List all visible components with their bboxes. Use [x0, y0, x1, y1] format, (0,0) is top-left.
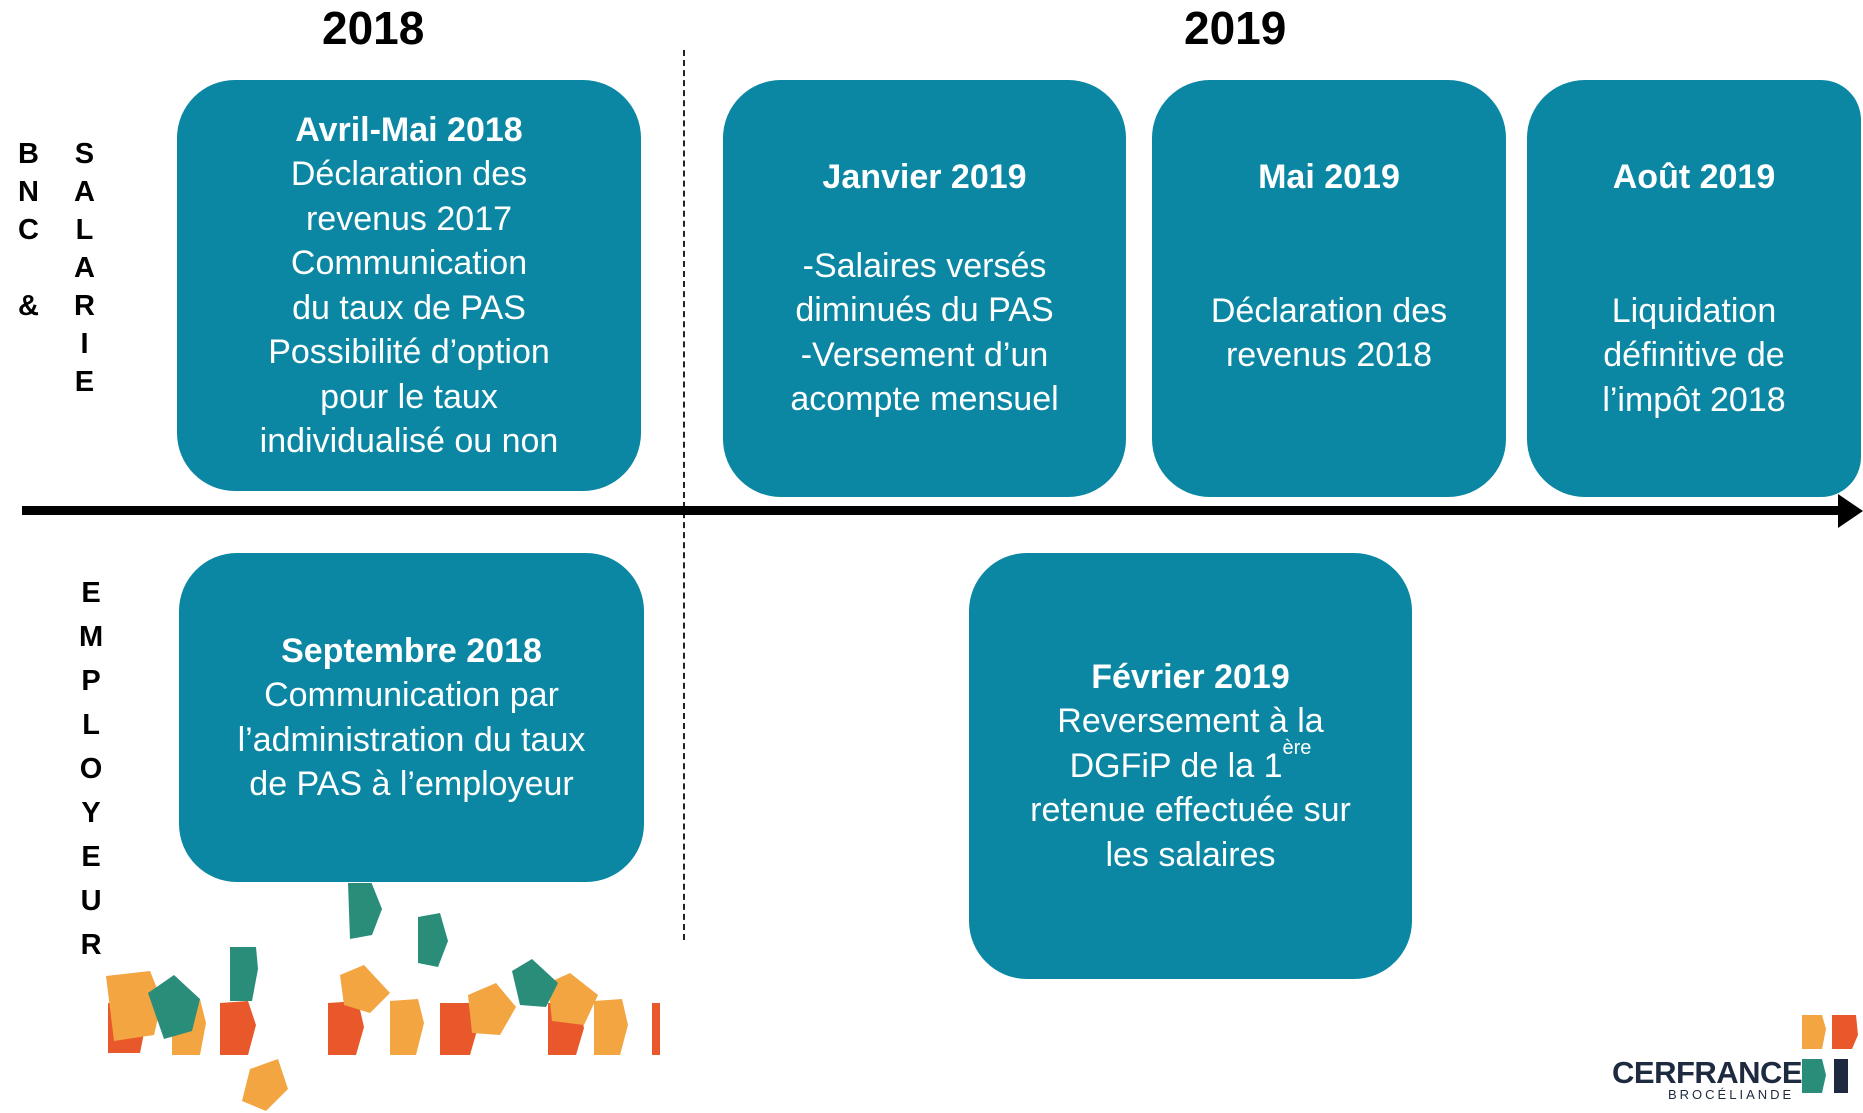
event-box-avril-mai-2018: Avril-Mai 2018 Déclaration des revenus 2… — [177, 80, 641, 491]
event-line: diminués du PAS — [795, 291, 1054, 330]
event-line: -Salaires versés — [802, 246, 1047, 285]
superscript-ere: ère — [1282, 736, 1312, 759]
event-title: Avril-Mai 2018 — [295, 110, 523, 149]
event-line: revenus 2017 — [305, 199, 513, 238]
event-line: pour le taux — [320, 377, 498, 416]
logo-name: CERFRANCE — [1612, 1055, 1803, 1090]
event-title: Septembre 2018 — [281, 631, 542, 670]
event-title: Février 2019 — [1091, 657, 1290, 696]
event-line: Liquidation — [1611, 291, 1777, 330]
year-2018-heading: 2018 — [322, 2, 425, 54]
event-line: les salaires — [1105, 835, 1276, 874]
label-employeur: E M P L O Y E U R — [79, 577, 104, 961]
event-box-janvier-2019: Janvier 2019 -Salaires versés diminués d… — [723, 80, 1126, 497]
event-line: individualisé ou non — [259, 422, 559, 460]
timeline-axis — [22, 506, 1842, 515]
event-line: l’administration du taux — [237, 720, 586, 759]
event-title: Août 2019 — [1612, 158, 1776, 196]
event-box-fevrier-2019: Février 2019 Reversement à la DGFiP de l… — [969, 553, 1412, 979]
event-line: Communication — [290, 244, 528, 282]
event-line: revenus 2018 — [1225, 336, 1433, 375]
year-divider — [683, 50, 685, 940]
event-title: Janvier 2019 — [822, 158, 1027, 197]
event-title: Mai 2019 — [1258, 158, 1400, 197]
year-2019-heading: 2019 — [1184, 2, 1287, 54]
timeline-arrowhead — [1838, 494, 1863, 528]
event-line: du taux de PAS — [292, 288, 526, 327]
event-line: Déclaration des — [290, 155, 528, 193]
event-box-septembre-2018: Septembre 2018 Communication par l’admin… — [179, 553, 644, 882]
event-line: Reversement à la — [1057, 702, 1324, 741]
decorative-shapes-group — [106, 883, 660, 1111]
event-line: l’impôt 2018 — [1602, 380, 1786, 419]
event-line: Déclaration des — [1210, 291, 1448, 330]
decorative-shapes — [106, 883, 660, 1111]
label-salarie: S A L A R I E — [74, 138, 95, 398]
event-line: acompte mensuel — [790, 380, 1059, 419]
label-bnc: B N C & — [18, 138, 39, 322]
event-line: retenue effectuée sur — [1030, 791, 1351, 830]
cerfrance-logo-mark — [1802, 1015, 1858, 1093]
event-line: Possibilité d’option — [268, 333, 550, 371]
logo-subtitle: BROCÉLIANDE — [1668, 1087, 1795, 1102]
event-line: de PAS à l’employeur — [249, 765, 574, 803]
event-line: définitive de — [1603, 336, 1785, 374]
event-box-aout-2019: Août 2019 Liquidation définitive de l’im… — [1527, 80, 1861, 497]
event-line: DGFiP de la 1ère — [1069, 736, 1312, 785]
event-line: -Versement d’un — [800, 335, 1049, 374]
event-box-mai-2019: Mai 2019 Déclaration des revenus 2018 — [1152, 80, 1506, 497]
event-line: Communication par — [264, 676, 559, 714]
